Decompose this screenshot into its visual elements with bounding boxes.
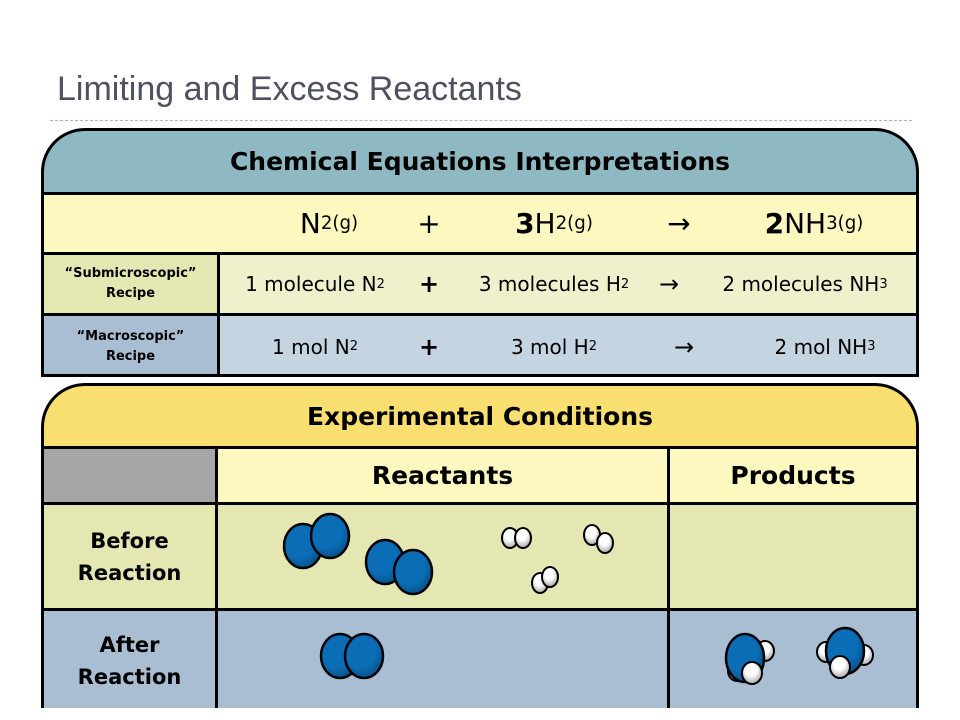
submicro-plus: + <box>418 270 440 298</box>
h2-text: H <box>534 207 556 240</box>
reactants-header: Reactants <box>218 449 667 502</box>
macro-row <box>220 316 916 374</box>
text: 3 molecules H <box>478 272 621 296</box>
label-line: Recipe <box>105 348 156 364</box>
equations-header: Chemical Equations Interpretations <box>44 131 916 192</box>
sub: 2 <box>349 339 358 354</box>
text: 3 mol H <box>510 334 589 359</box>
label-line: Reaction <box>77 560 182 585</box>
label-line: Reaction <box>77 665 182 689</box>
sub: 3 <box>879 276 888 292</box>
text: 1 mol N <box>272 334 350 359</box>
h2-sub: 2(g) <box>555 213 593 234</box>
after-reactants <box>218 611 667 708</box>
after-products <box>670 611 916 708</box>
before-products <box>670 505 916 608</box>
formula-row <box>44 195 916 252</box>
label-line: After <box>99 633 160 657</box>
sub: 2 <box>588 339 598 354</box>
nh3-coef: 2 <box>764 207 785 240</box>
macro-plus: + <box>418 332 440 361</box>
submicro-label: “Submicroscopic” Recipe <box>44 255 217 313</box>
sub: 2 <box>376 276 385 292</box>
n2-molecule-icon <box>282 512 351 570</box>
slide-title: Limiting and Excess Reactants <box>57 70 522 108</box>
text: 2 molecules NH <box>722 272 880 296</box>
text: 2 mol NH <box>774 334 868 359</box>
nh3-molecule-icon <box>724 632 775 685</box>
n2-text: N <box>299 207 321 240</box>
corner-cell <box>44 449 215 502</box>
macro-arrow: → <box>673 332 695 361</box>
h2-coef: 3 <box>515 207 535 240</box>
submicro-row <box>220 255 916 313</box>
label-line: Before <box>90 528 169 553</box>
experiment-header: Experimental Conditions <box>44 386 916 446</box>
macro-label: “Macroscopic” Recipe <box>44 316 217 374</box>
formula-arrow: → <box>667 207 691 240</box>
text: 1 molecule N <box>245 272 377 296</box>
title-divider <box>50 120 912 121</box>
h2-molecule-icon <box>501 527 532 549</box>
sub: 2 <box>620 276 630 292</box>
n2-sub: 2(g) <box>320 213 359 234</box>
n2-molecule-icon <box>319 632 385 680</box>
nh3-text: NH <box>784 207 827 240</box>
submicro-arrow: → <box>658 270 680 298</box>
products-header: Products <box>670 449 916 502</box>
nh3-sub: 3(g) <box>826 213 864 234</box>
label-line: “Submicroscopic” <box>64 266 197 281</box>
h2-molecule-icon <box>531 566 559 594</box>
label-line: “Macroscopic” <box>76 328 185 344</box>
label-line: Recipe <box>105 286 156 301</box>
sub: 3 <box>867 339 876 354</box>
h2-molecule-icon <box>583 524 614 554</box>
n2-molecule-icon <box>364 538 434 596</box>
nh3-molecule-icon <box>816 626 874 679</box>
formula-plus: + <box>417 207 441 240</box>
